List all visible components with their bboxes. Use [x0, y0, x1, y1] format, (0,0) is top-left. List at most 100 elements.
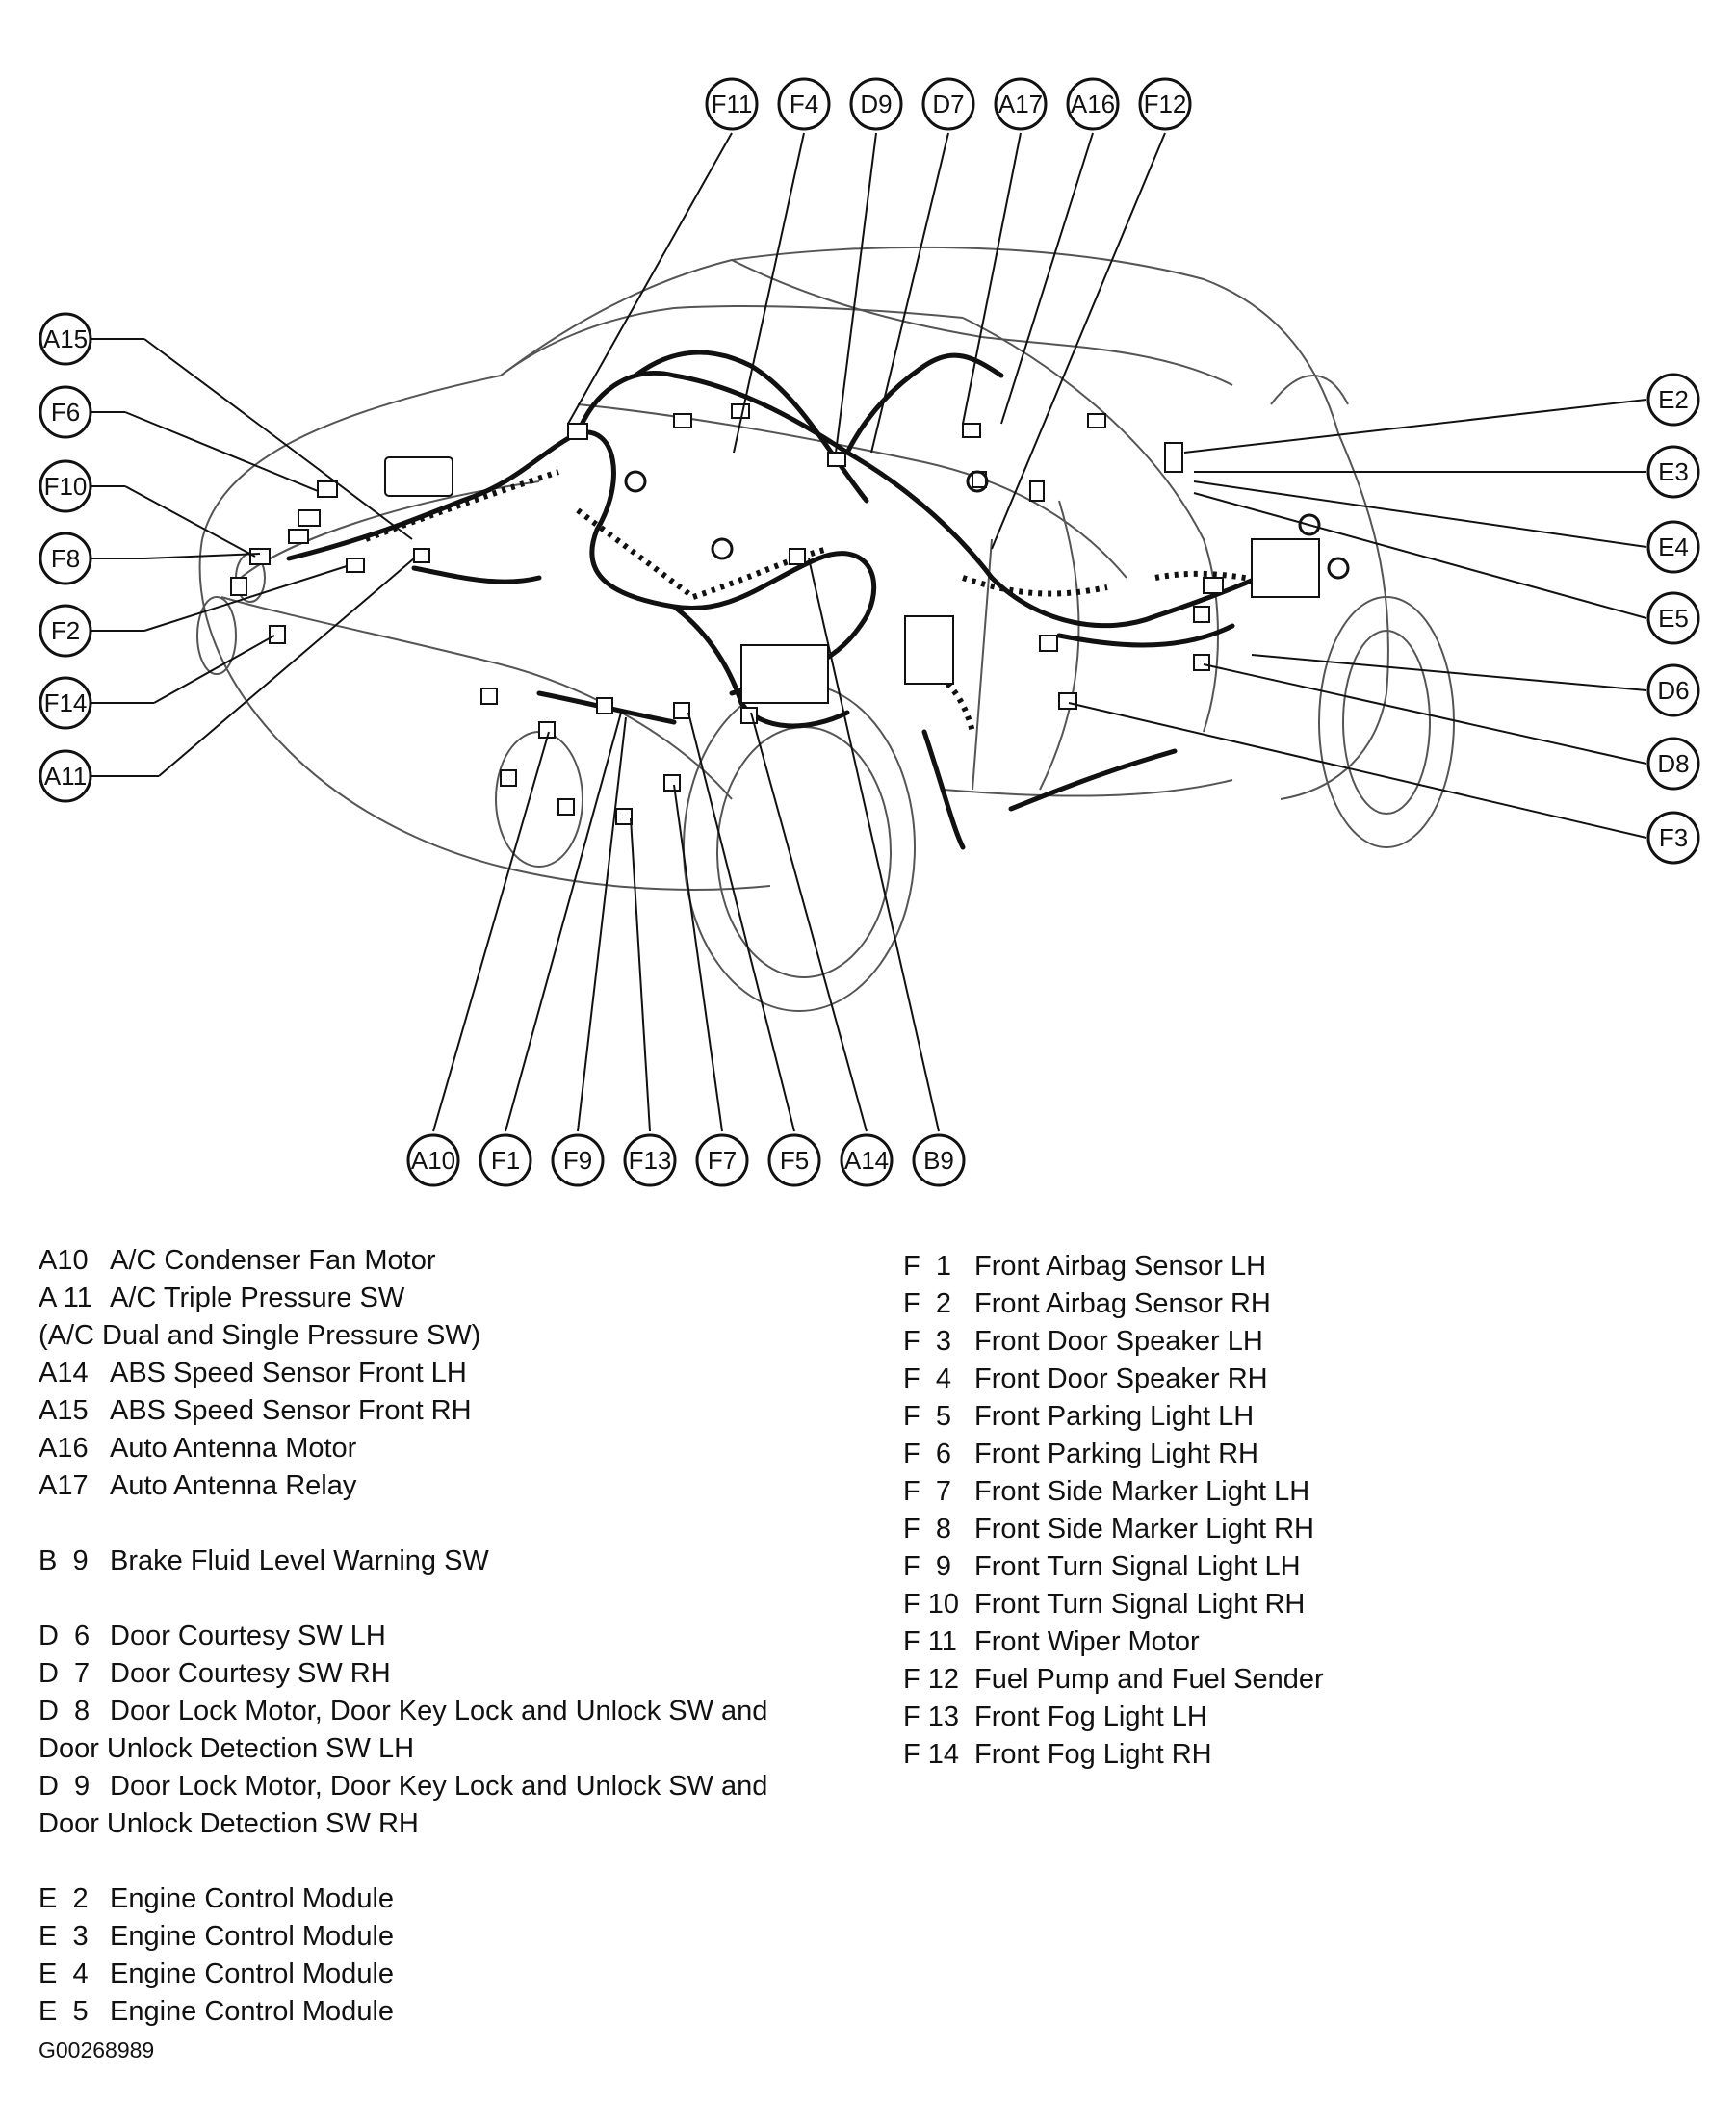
legend-description-continued: (A/C Dual and Single Pressure SW)	[39, 1320, 481, 1351]
callout-text: F4	[790, 90, 818, 118]
callout-text: A11	[44, 762, 87, 791]
callout-a16: A16	[1066, 77, 1120, 131]
callout-a10: A10	[406, 1133, 460, 1187]
callout-circle	[1646, 591, 1700, 645]
legend-description: Front Side Marker Light RH	[974, 1514, 1314, 1544]
callout-f10: F10	[39, 459, 92, 513]
callout-text: E4	[1658, 532, 1689, 561]
callout-e4: E4	[1646, 520, 1700, 574]
legend-code: A16	[39, 1433, 89, 1464]
callout-circle	[406, 1133, 460, 1187]
legend-description: Front Fog Light LH	[974, 1701, 1207, 1732]
legend-description: A/C Triple Pressure SW	[110, 1283, 405, 1313]
callout-circle	[994, 77, 1048, 131]
callout-f5: F5	[767, 1133, 821, 1187]
legend-entry: D 8 Door Lock Motor, Door Key Lock and Un…	[39, 1693, 867, 1730]
components	[230, 403, 1320, 825]
legend-code: E 4	[39, 1959, 89, 1989]
legend-code: D 8	[39, 1696, 91, 1726]
callout-f3: F3	[1646, 811, 1700, 865]
legend-description: Front Turn Signal Light RH	[974, 1589, 1306, 1620]
legend-description: Front Airbag Sensor LH	[974, 1251, 1267, 1282]
callout-circle	[1646, 811, 1700, 865]
legend-code: D 7	[39, 1658, 91, 1689]
callout-text: F5	[780, 1146, 809, 1175]
legend-description: Engine Control Module	[110, 1996, 395, 2027]
callout-circle	[1138, 77, 1192, 131]
callout-circle	[39, 532, 92, 585]
leader-lines	[90, 132, 1647, 1132]
wire-harness	[286, 350, 1303, 850]
legend-description: Front Parking Light RH	[974, 1439, 1258, 1469]
callout-circle	[921, 77, 975, 131]
callout-circle	[849, 77, 903, 131]
legend-description: ABS Speed Sensor Front LH	[110, 1358, 467, 1388]
callout-circle	[39, 385, 92, 439]
legend-code: A15	[39, 1395, 89, 1426]
legend-gap	[39, 1505, 867, 1543]
legend-code: F 5	[903, 1401, 951, 1432]
legend-description: A/C Condenser Fan Motor	[110, 1245, 436, 1276]
car-body-outline	[198, 246, 1389, 891]
legend-code: F 7	[903, 1476, 951, 1507]
legend-code: F 9	[903, 1551, 951, 1582]
legend-description-continued: Door Unlock Detection SW RH	[39, 1808, 419, 1839]
callout-a14: A14	[840, 1133, 894, 1187]
legend-description: Front Parking Light LH	[974, 1401, 1255, 1432]
callout-circle	[1066, 77, 1120, 131]
legend-code: E 5	[39, 1996, 89, 2027]
callout-f6: F6	[39, 385, 92, 439]
legend-description: Engine Control Module	[110, 1921, 395, 1952]
callout-f8: F8	[39, 532, 92, 585]
callout-text: D8	[1657, 749, 1689, 778]
legend-description: ABS Speed Sensor Front RH	[110, 1395, 472, 1426]
callout-f2: F2	[39, 604, 92, 658]
callout-text: B9	[923, 1146, 954, 1175]
callout-circle	[695, 1133, 749, 1187]
callout-circle	[705, 77, 759, 131]
callout-f4: F4	[777, 77, 831, 131]
callout-a15: A15	[39, 312, 92, 366]
callout-e3: E3	[1646, 445, 1700, 499]
legend-code: F 4	[903, 1363, 951, 1394]
legend-description: Front Airbag Sensor RH	[974, 1288, 1271, 1319]
callout-a17: A17	[994, 77, 1048, 131]
callout-text: F1	[491, 1146, 520, 1175]
legend-entry: A15 ABS Speed Sensor Front RH	[39, 1392, 867, 1430]
callout-text: F9	[563, 1146, 592, 1175]
wheel-rear-left	[1318, 596, 1455, 848]
callout-circle	[39, 676, 92, 730]
callout-text: E2	[1658, 385, 1689, 414]
callout-circle	[39, 459, 92, 513]
legend-description: Door Lock Motor, Door Key Lock and Unloc…	[110, 1696, 768, 1726]
legend-description: Front Door Speaker LH	[974, 1326, 1263, 1357]
wiring-harness-diagram: F11F4D9D7A17A16F12A15F6F10F8F2F14A11E2E3…	[39, 77, 1700, 1187]
legend-code: F 8	[903, 1514, 951, 1544]
callout-text: F3	[1659, 823, 1688, 852]
legend-code: F 12	[903, 1664, 960, 1695]
legend-code: A14	[39, 1358, 89, 1388]
legend-code: F 13	[903, 1701, 960, 1732]
legend-description: Front Wiper Motor	[974, 1626, 1200, 1657]
headlight-left	[196, 553, 266, 675]
legend-description: Front Fog Light RH	[974, 1739, 1212, 1770]
callout-text: A15	[43, 324, 88, 353]
callout-f1: F1	[479, 1133, 532, 1187]
callout-circle	[551, 1133, 605, 1187]
callout-circle	[777, 77, 831, 131]
legend-code: B 9	[39, 1545, 89, 1576]
callout-d8: D8	[1646, 737, 1700, 791]
legend-code: D 6	[39, 1621, 91, 1651]
callout-circle	[1646, 445, 1700, 499]
legend-entry: E 5 Engine Control Module	[39, 1993, 867, 2031]
